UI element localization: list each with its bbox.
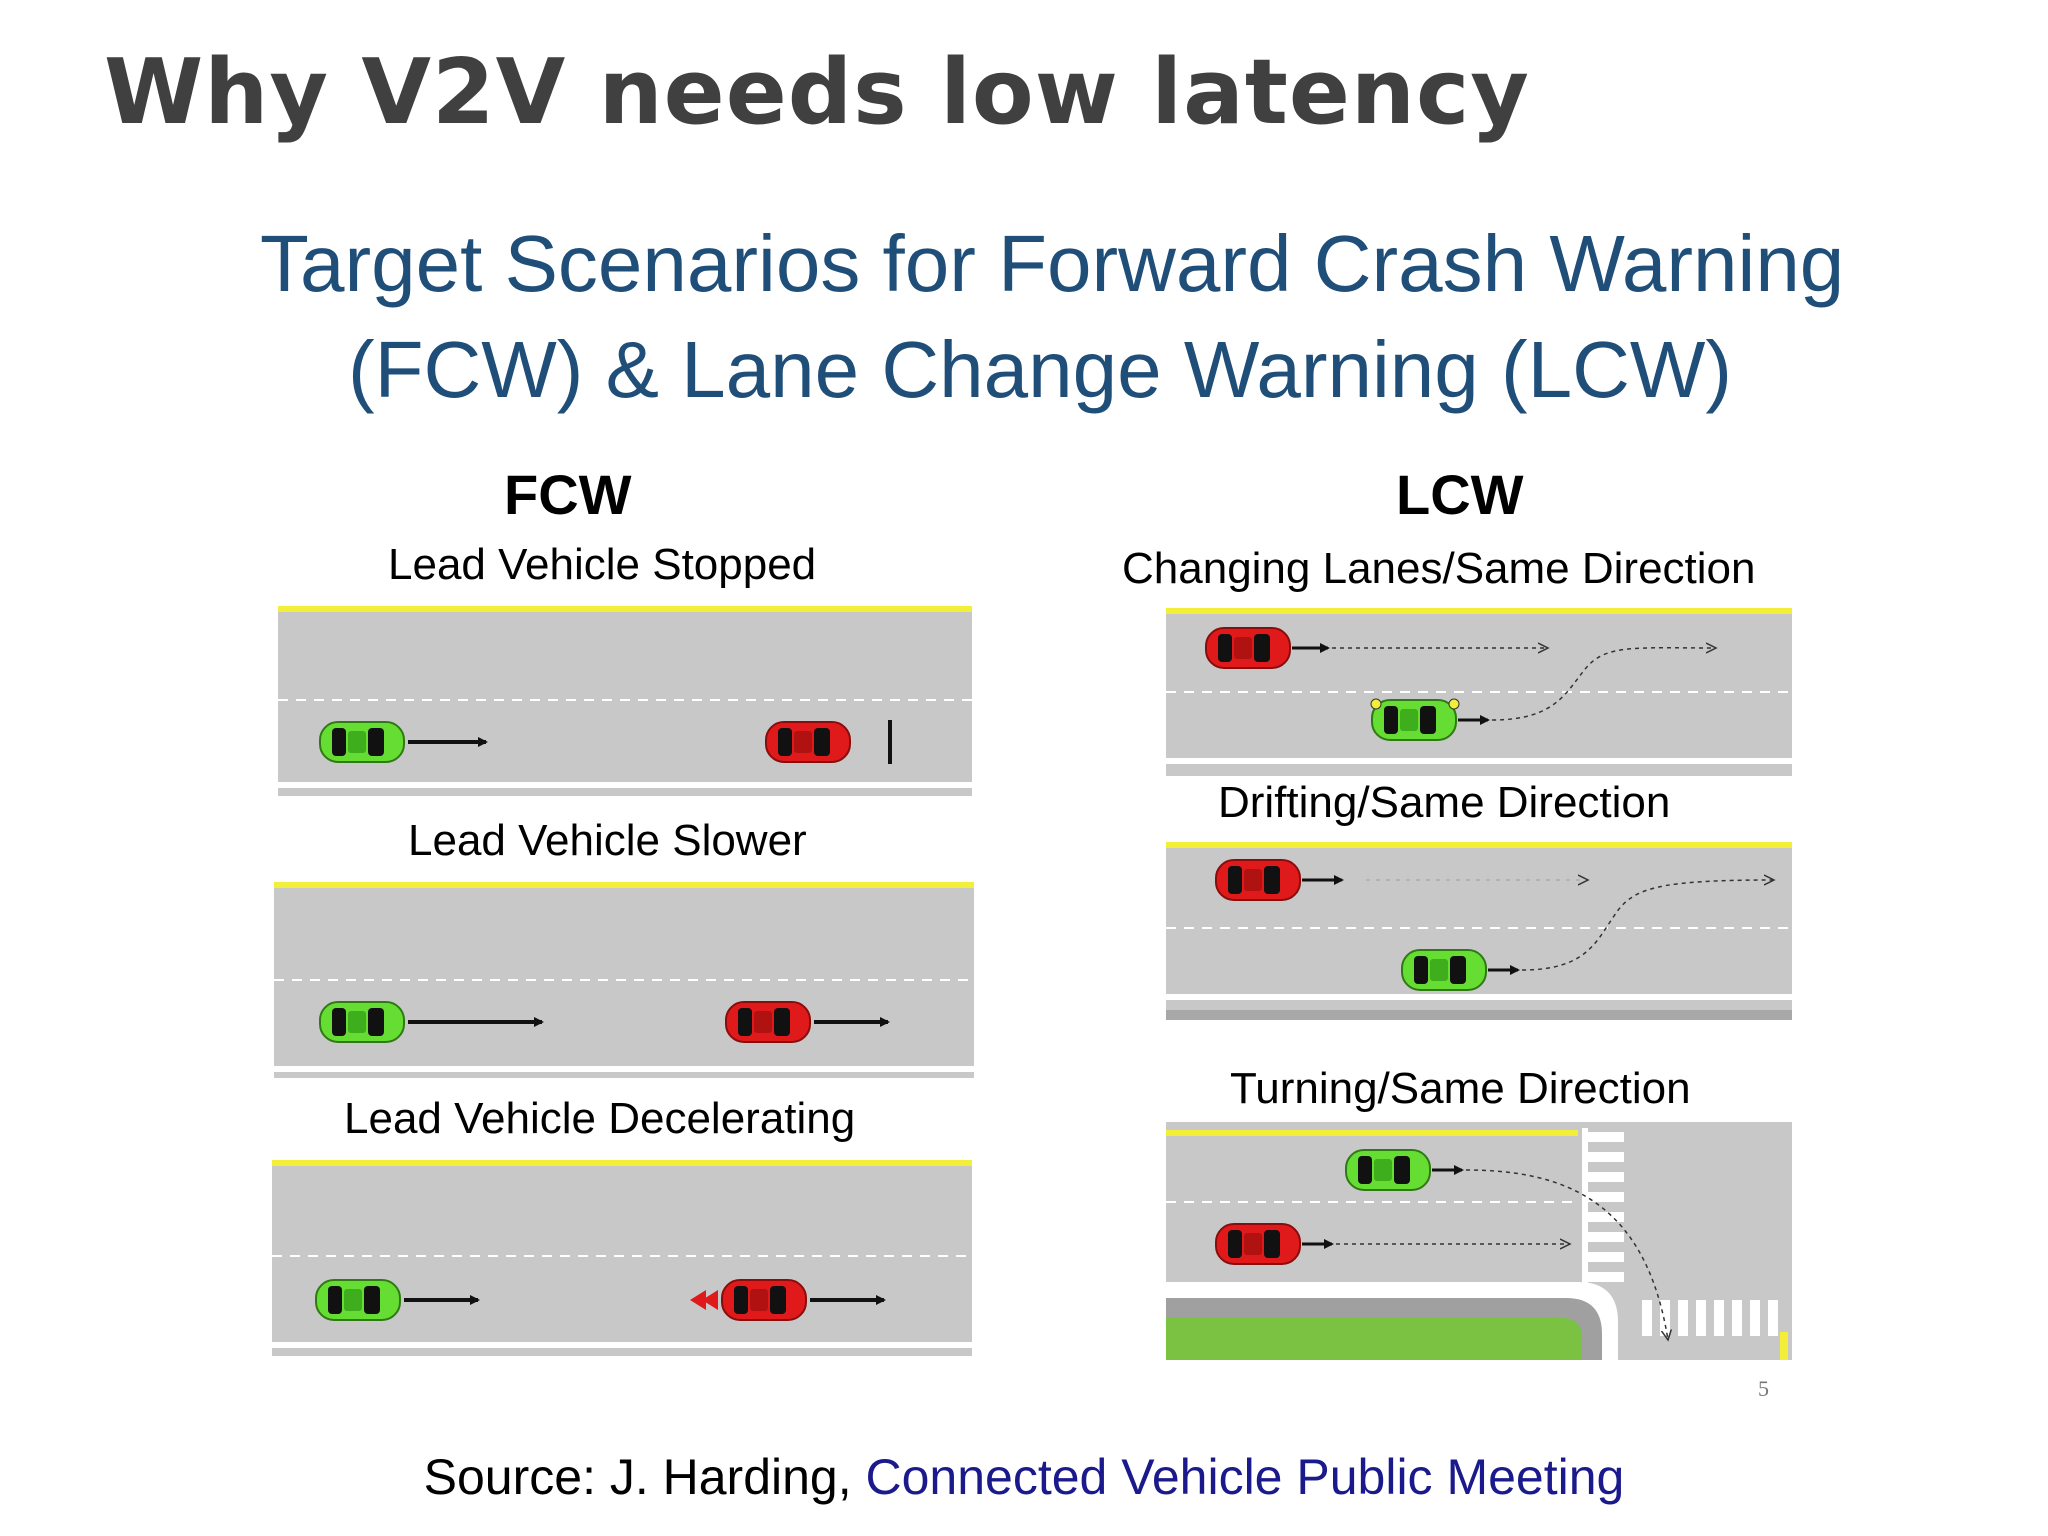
scenario-label-drifting: Drifting/Same Direction [1218, 778, 1671, 827]
road-lead-vehicle-slower [274, 882, 974, 1078]
subject-vehicle-car-icon [1345, 1149, 1431, 1191]
crosswalk-horizontal [1642, 1300, 1778, 1336]
road-turning [1166, 1122, 1792, 1360]
subject-vehicle-car-icon [319, 721, 405, 763]
adjacent-vehicle-car-icon [1215, 1223, 1301, 1265]
lead-vehicle-car-icon [721, 1279, 807, 1321]
scenario-label-lead-vehicle-slower: Lead Vehicle Slower [408, 816, 807, 865]
lead-vehicle-car-icon [765, 721, 851, 763]
subject-vehicle-car-icon [1401, 949, 1487, 991]
figure-heading-line-2: (FCW) & Lane Change Warning (LCW) [347, 325, 1733, 414]
subject-vehicle-car-icon [315, 1279, 401, 1321]
road-drifting [1166, 842, 1792, 1020]
lcw-column-title: LCW [1396, 463, 1524, 526]
slide-title: Why V2V needs low latency [104, 40, 1530, 145]
stop-bar-icon [888, 720, 892, 764]
fcw-column-title: FCW [504, 463, 632, 526]
road-lead-vehicle-decelerating [272, 1160, 972, 1356]
subject-vehicle-car-icon [1371, 699, 1457, 741]
scenario-label-lead-vehicle-stopped: Lead Vehicle Stopped [388, 540, 817, 589]
scenario-label-changing-lanes: Changing Lanes/Same Direction [1122, 544, 1756, 593]
braking-arrows-icon [690, 1290, 718, 1310]
road-changing-lanes [1166, 608, 1792, 776]
subject-vehicle-car-icon [319, 1001, 405, 1043]
lead-vehicle-car-icon [725, 1001, 811, 1043]
crosswalk-vertical [1588, 1132, 1624, 1282]
source-link[interactable]: Connected Vehicle Public Meeting [865, 1449, 1625, 1505]
adjacent-vehicle-car-icon [1215, 859, 1301, 901]
scenarios-figure: Target Scenarios for Forward Crash Warni… [260, 210, 1845, 1420]
scenario-label-lead-vehicle-decelerating: Lead Vehicle Decelerating [344, 1094, 856, 1143]
source-prefix: Source: J. Harding, [423, 1449, 866, 1505]
road-lead-vehicle-stopped [278, 606, 972, 796]
figure-page-number: 5 [1758, 1376, 1769, 1401]
scenario-label-turning: Turning/Same Direction [1230, 1064, 1691, 1113]
source-citation: Source: J. Harding, Connected Vehicle Pu… [0, 1448, 2048, 1506]
adjacent-vehicle-car-icon [1205, 627, 1291, 669]
figure-heading-line-1: Target Scenarios for Forward Crash Warni… [260, 219, 1845, 308]
